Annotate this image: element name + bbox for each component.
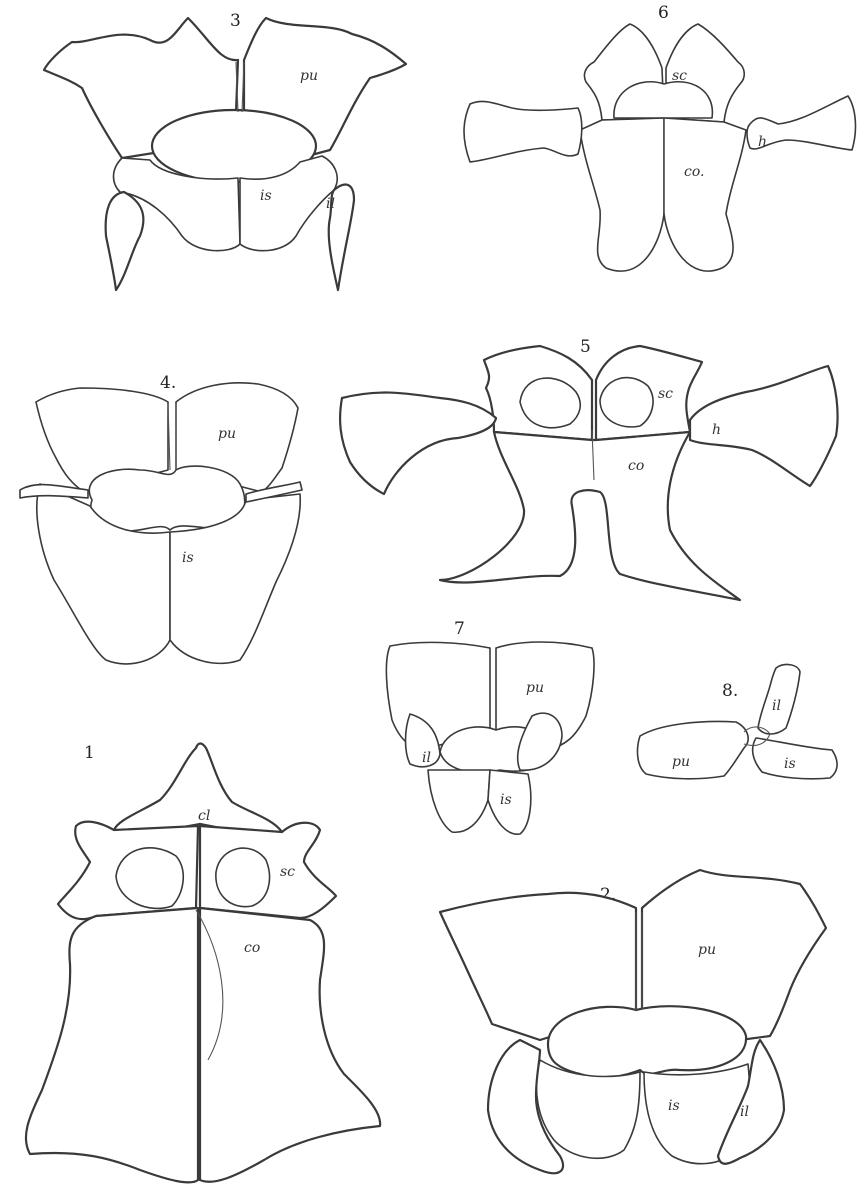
figure-1-coracoid-right (200, 908, 380, 1182)
figure-1-foramen-right (216, 848, 270, 907)
figure-7-number: 7 (454, 619, 465, 639)
figure-5-coracoid-body (440, 432, 740, 600)
figure-4-label-is: is (182, 550, 194, 566)
figure-4-symphysis (168, 404, 176, 470)
figure-8-pubis (638, 722, 749, 779)
figure-6-coracoid-left (580, 118, 664, 271)
figure-3: 3 pu is il (44, 11, 406, 290)
figure-2-label-il: il (740, 1104, 749, 1120)
figure-4-number: 4. (160, 373, 176, 393)
figure-1-label-co: co (244, 940, 260, 956)
figure-2-foramen (548, 1006, 746, 1077)
figure-4-foramen (89, 466, 244, 531)
figure-5-label-sc: sc (658, 386, 673, 402)
figure-8-number: 8. (722, 681, 738, 701)
figure-7-label-pu: pu (526, 680, 544, 696)
figure-6-humerus-left (464, 101, 582, 162)
figure-5-humerus-left (340, 393, 496, 494)
figure-2: 2. pu is il (440, 870, 826, 1173)
figure-5-label-h: h (712, 422, 721, 438)
figure-7-label-is: is (500, 792, 512, 808)
figure-1-number: 1 (84, 743, 95, 763)
figure-8-label-pu: pu (672, 754, 690, 770)
figure-5-number: 5 (580, 337, 591, 357)
figure-6-label-h: h (758, 134, 767, 150)
figure-3-number: 3 (230, 11, 241, 31)
figure-8: 8. il pu is (638, 665, 838, 779)
figure-7-ischium-left (428, 770, 490, 832)
figure-8-label-is: is (784, 756, 796, 772)
figure-3-label-pu: pu (300, 68, 318, 84)
figure-7-label-il: il (422, 750, 431, 766)
figure-8-label-il: il (772, 698, 781, 714)
figure-3-ilium-left (106, 192, 144, 290)
figure-6-coracoid-right (664, 118, 746, 271)
figure-5: 5 sc h co (340, 337, 838, 600)
figure-6-label-co: co. (684, 164, 704, 180)
figure-2-label-is: is (668, 1098, 680, 1114)
figure-2-label-pu: pu (698, 942, 716, 958)
figure-3-label-il: il (326, 196, 335, 212)
figure-4-label-pu: pu (218, 426, 236, 442)
figure-5-foramen-right (600, 378, 653, 427)
figure-5-label-co: co (628, 458, 644, 474)
figure-6-number: 6 (658, 3, 669, 23)
figure-4: 4. pu is (20, 373, 302, 664)
figure-1-label-cl: cl (198, 808, 210, 824)
figure-1-coracoid-left (26, 908, 198, 1182)
figure-7: 7 pu il is (386, 619, 594, 834)
figure-6-foramen (614, 82, 713, 118)
figure-6: 6 sc h co. (464, 3, 855, 271)
figure-3-label-is: is (260, 188, 272, 204)
figure-6-label-sc: sc (672, 68, 687, 84)
figure-1: 1 cl sc co (26, 743, 380, 1182)
figure-1-label-sc: sc (280, 864, 295, 880)
